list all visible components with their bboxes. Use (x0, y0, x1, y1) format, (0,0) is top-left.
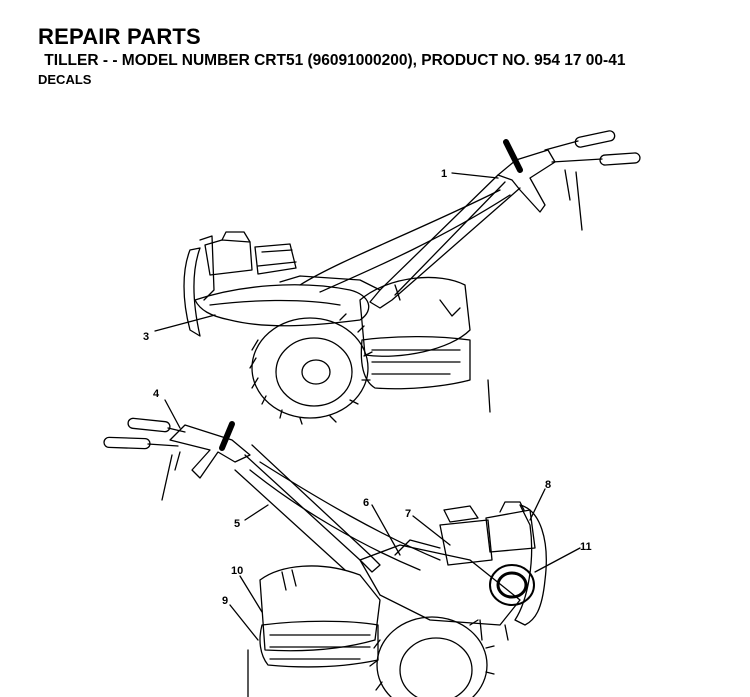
callout-4: 4 (153, 388, 160, 400)
upper-leader-lines (154, 172, 499, 332)
callout-1: 1 (441, 168, 447, 180)
model-subtitle: TILLER - - MODEL NUMBER CRT51 (960910002… (40, 52, 626, 69)
callout-8: 8 (545, 479, 551, 491)
upper-tiller-illustration (183, 130, 641, 425)
lower-leader-lines (164, 399, 581, 641)
callout-11: 11 (580, 541, 592, 553)
callout-7: 7 (405, 508, 411, 520)
lower-tiller-illustration (103, 417, 547, 697)
callout-6: 6 (363, 497, 369, 509)
callout-5: 5 (234, 518, 240, 530)
callout-10: 10 (231, 565, 243, 577)
page-title: REPAIR PARTS (38, 24, 201, 49)
section-heading: DECALS (38, 72, 92, 87)
callout-3: 3 (143, 331, 149, 343)
callout-9: 9 (222, 595, 228, 607)
